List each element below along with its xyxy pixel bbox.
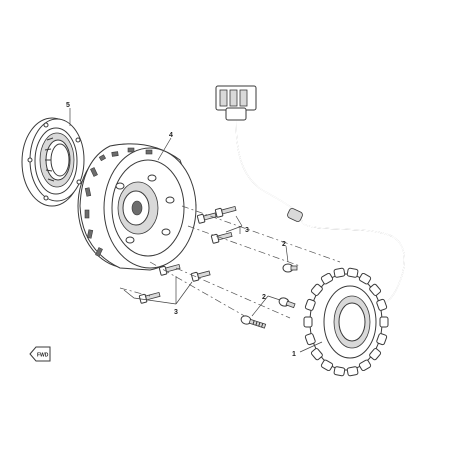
stator-coil-pole (304, 333, 316, 346)
stator-coil-pole (376, 298, 388, 311)
stator-coil-pole (376, 333, 388, 346)
callout-5: 5 (66, 102, 70, 109)
stator-coil-pole (358, 359, 372, 372)
stator-coil-pole (358, 272, 372, 285)
stator (303, 267, 389, 377)
stator-coil-pole (320, 359, 334, 372)
front-direction-badge: FWD (29, 346, 51, 362)
svg-text:FWD: FWD (37, 353, 49, 359)
alignment-lines (119, 205, 341, 319)
callout-4: 4 (169, 132, 173, 139)
callout-3-upper: 3 (245, 227, 249, 234)
stator-coil-pole (333, 366, 346, 377)
stator-coil-pole (310, 348, 323, 361)
stator-coil-pole (320, 272, 334, 285)
callouts: 5 4 3 3 2 2 1 (66, 102, 296, 358)
stator-coil-pole (310, 283, 323, 296)
flywheel-rotor (77, 143, 197, 271)
screws-lower (138, 263, 211, 304)
stator-coil-pole (379, 316, 389, 328)
stator-bolts (240, 263, 298, 329)
stator-coil-pole (333, 267, 346, 278)
stator-coil-pole (346, 267, 359, 278)
stator-coil-pole (346, 366, 359, 377)
screws-upper (196, 205, 237, 244)
callout-3-lower: 3 (174, 309, 178, 316)
stator-coil-pole (369, 348, 382, 361)
arrow-icon (29, 346, 51, 362)
callout-1: 1 (292, 351, 296, 358)
callout-2-upper: 2 (282, 241, 286, 248)
leader-lines (69, 108, 323, 353)
stator-coil-pole (369, 283, 382, 296)
stator-coil-pole (304, 298, 316, 311)
stator-coil-pole (303, 316, 313, 328)
wire-connector (215, 85, 257, 121)
callout-2-lower: 2 (262, 294, 266, 301)
wire-harness (215, 85, 405, 311)
starter-clutch (21, 117, 85, 207)
